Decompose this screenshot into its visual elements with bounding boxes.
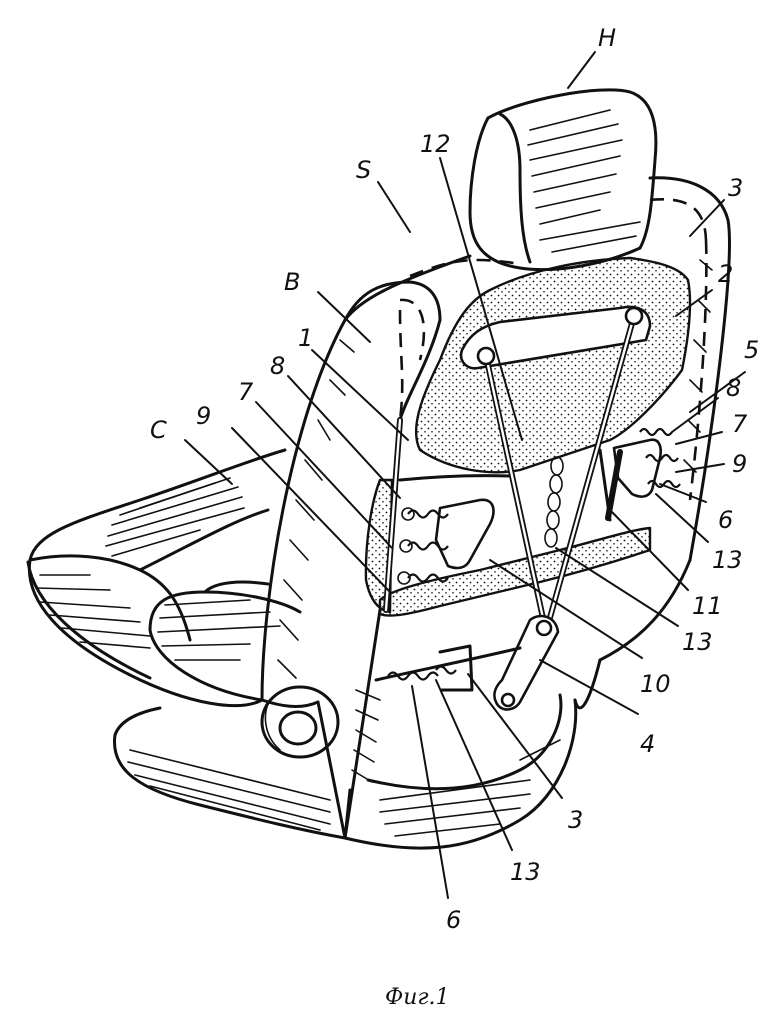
seat-cushion xyxy=(26,448,302,708)
seat-base xyxy=(112,685,578,850)
left-springs xyxy=(397,507,449,585)
headrest-hatching xyxy=(527,109,641,253)
label-4: 4 xyxy=(640,730,655,758)
lower-foam xyxy=(378,526,652,617)
backrest xyxy=(260,176,731,840)
figure-caption: Фиг.1 xyxy=(385,985,450,1010)
backrest-hatching xyxy=(277,259,713,783)
label-9-right: 9 xyxy=(732,450,747,478)
label-C: C xyxy=(150,416,167,444)
label-S: S xyxy=(356,156,371,184)
label-12: 12 xyxy=(420,130,451,158)
label-H: H xyxy=(598,24,616,52)
cushion-hatching xyxy=(35,477,281,661)
base-hatching xyxy=(127,739,561,837)
label-5: 5 xyxy=(744,336,759,364)
left-cushion-plate xyxy=(434,498,495,570)
label-8-left: 8 xyxy=(270,352,285,380)
label-3-bottom: 3 xyxy=(568,806,583,834)
right-springs xyxy=(639,427,681,489)
label-7-left: 7 xyxy=(238,378,254,406)
label-9-left: 9 xyxy=(196,402,211,430)
adjustment-lever xyxy=(493,614,560,711)
top-cross-member xyxy=(459,305,652,370)
label-6-right: 6 xyxy=(718,506,733,534)
label-6-bottom: 6 xyxy=(446,906,461,934)
chain xyxy=(544,456,564,548)
label-1: 1 xyxy=(298,324,313,352)
label-3-top: 3 xyxy=(728,174,743,202)
leader-lines xyxy=(184,51,746,899)
label-10: 10 xyxy=(640,670,671,698)
label-13-mid: 13 xyxy=(682,628,713,656)
cutaway-interior xyxy=(364,256,692,711)
label-13-bottom: 13 xyxy=(510,858,541,886)
label-11: 11 xyxy=(692,592,723,620)
label-2: 2 xyxy=(718,260,733,288)
headrest xyxy=(468,88,658,272)
reference-labels: H S B C 12 3 2 1 8 7 9 5 8 7 9 6 13 11 1… xyxy=(150,24,759,934)
label-B: B xyxy=(284,268,300,296)
label-8-right: 8 xyxy=(726,374,741,402)
right-cushion-plate xyxy=(612,438,662,498)
label-7-right: 7 xyxy=(732,410,748,438)
label-13-right: 13 xyxy=(712,546,743,574)
tension-rods xyxy=(383,306,644,635)
adjustment-knob xyxy=(260,685,340,759)
